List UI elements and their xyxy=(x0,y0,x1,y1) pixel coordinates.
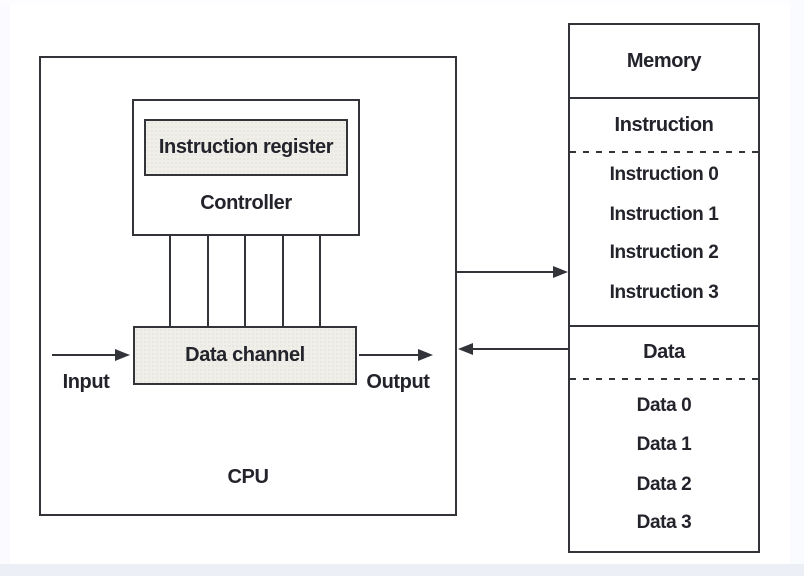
memory-divider-dashed xyxy=(570,378,758,380)
input-label: Input xyxy=(62,370,110,393)
memory-row-data-1: Data 1 xyxy=(636,434,692,455)
output-label: Output xyxy=(366,370,430,393)
memory-row-data-0: Data 0 xyxy=(636,395,692,416)
cpu-to-memory-arrowhead xyxy=(553,266,568,278)
output-arrow-line xyxy=(359,354,421,356)
instruction-register-box: Instruction register xyxy=(144,119,348,176)
memory-row-instruction-0: Instruction 0 xyxy=(609,164,719,185)
memory-row-data-2: Data 2 xyxy=(636,474,692,495)
memory-divider-dashed xyxy=(570,151,758,153)
controller-label: Controller xyxy=(200,191,292,214)
bus-line xyxy=(207,236,209,326)
controller-box xyxy=(132,99,360,236)
memory-divider-solid xyxy=(570,325,758,327)
memory-row-instruction-1: Instruction 1 xyxy=(609,204,719,225)
memory-row-instruction-3: Instruction 3 xyxy=(609,282,719,303)
bus-line xyxy=(319,236,321,326)
input-arrow-line xyxy=(52,354,118,356)
frame-edge-left xyxy=(0,0,10,576)
memory-instruction-header: Instruction xyxy=(614,113,714,136)
instruction-register-label: Instruction register xyxy=(158,136,334,158)
cpu-to-memory-arrow-line xyxy=(457,271,555,273)
memory-title: Memory xyxy=(626,49,702,72)
bus-line xyxy=(244,236,246,326)
memory-row-instruction-2: Instruction 2 xyxy=(609,242,719,263)
memory-divider-solid xyxy=(570,97,758,99)
memory-row-data-3: Data 3 xyxy=(636,512,692,533)
memory-data-header: Data xyxy=(643,340,685,363)
input-arrowhead xyxy=(115,349,130,361)
bus-line xyxy=(282,236,284,326)
output-arrowhead xyxy=(418,349,433,361)
cpu-label: CPU xyxy=(227,465,269,488)
data-channel-label: Data channel xyxy=(185,344,305,366)
bus-line xyxy=(169,236,171,326)
frame-edge-bottom xyxy=(0,564,804,576)
memory-to-cpu-arrow-line xyxy=(472,348,568,350)
frame-edge-right xyxy=(790,0,804,576)
data-channel-box: Data channel xyxy=(133,326,357,385)
cpu-box xyxy=(39,56,457,516)
memory-to-cpu-arrowhead xyxy=(458,343,473,355)
memory-box xyxy=(568,23,760,553)
frame-edge-top xyxy=(0,0,804,5)
